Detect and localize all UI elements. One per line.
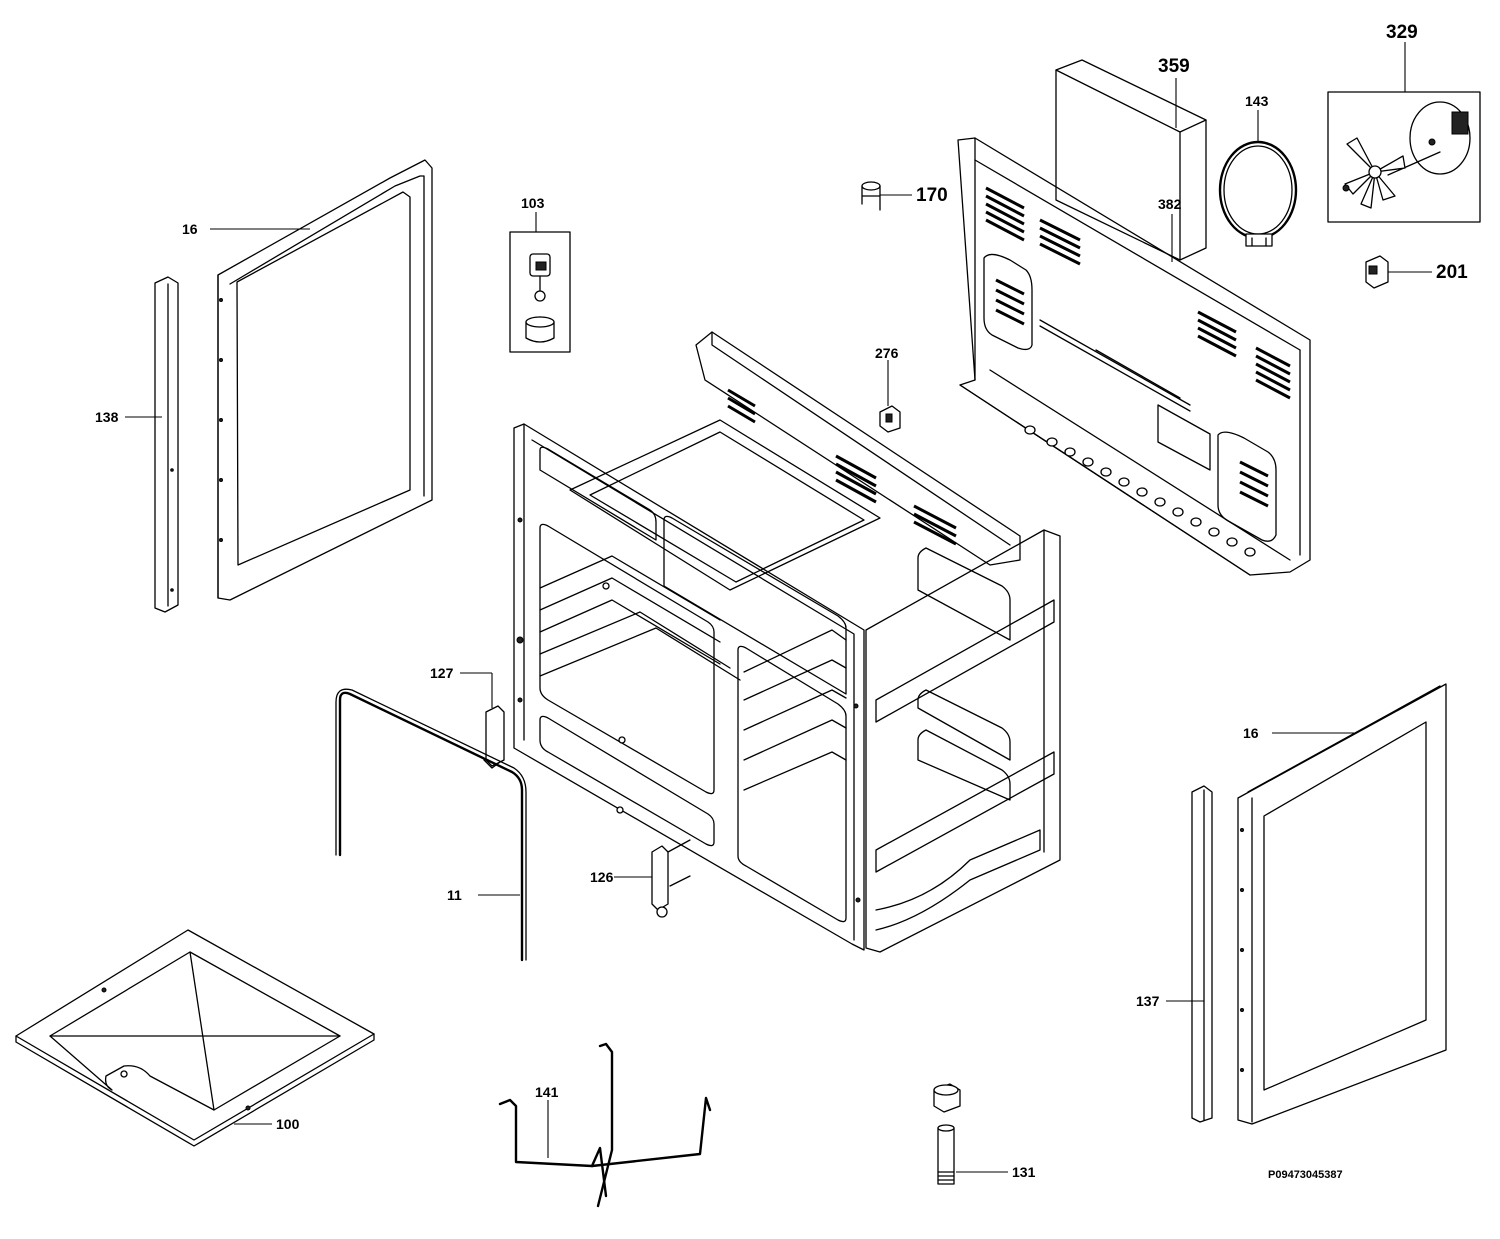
oven-cavity-frame xyxy=(513,331,1061,953)
label-127: 127 xyxy=(430,665,454,681)
label-126: 126 xyxy=(590,869,614,885)
side-panel-right-part xyxy=(1237,683,1447,1125)
lower-bracket-126-part xyxy=(651,839,691,918)
drawing-code: P09473045387 xyxy=(1268,1169,1343,1181)
side-panel-left-part xyxy=(217,159,433,601)
label-11: 11 xyxy=(447,887,462,903)
switch-201-part xyxy=(1365,255,1389,289)
side-strip-right-part xyxy=(1191,785,1213,1123)
clip-170-part xyxy=(861,181,881,211)
fan-motor-part xyxy=(1327,91,1481,223)
panel-holes xyxy=(1024,425,1256,557)
label-141: 141 xyxy=(535,1084,559,1100)
insulation-block-part xyxy=(1055,59,1207,261)
ring-element-part xyxy=(1218,140,1298,247)
label-201: 201 xyxy=(1436,262,1468,283)
label-170: 170 xyxy=(916,185,948,206)
bottom-plate-part xyxy=(15,929,375,1147)
adjustable-foot-part xyxy=(933,1083,961,1185)
bracket-276-part xyxy=(879,405,901,433)
lamp-assembly-part xyxy=(509,231,571,353)
label-103: 103 xyxy=(521,195,545,211)
wire-support-part xyxy=(498,1042,712,1208)
label-138: 138 xyxy=(95,409,119,425)
label-329: 329 xyxy=(1386,22,1418,43)
label-276: 276 xyxy=(875,345,899,361)
label-143: 143 xyxy=(1245,93,1269,109)
label-382: 382 xyxy=(1158,196,1182,212)
rear-panel-part xyxy=(957,137,1311,576)
label-16-right: 16 xyxy=(1243,725,1259,741)
label-16-top: 16 xyxy=(182,221,198,237)
vent-group xyxy=(985,186,1291,508)
label-131: 131 xyxy=(1012,1164,1036,1180)
door-seal-part xyxy=(335,688,527,962)
side-strip-left-part xyxy=(154,276,179,613)
label-100: 100 xyxy=(276,1116,300,1132)
label-359: 359 xyxy=(1158,56,1190,77)
label-137: 137 xyxy=(1136,993,1160,1009)
